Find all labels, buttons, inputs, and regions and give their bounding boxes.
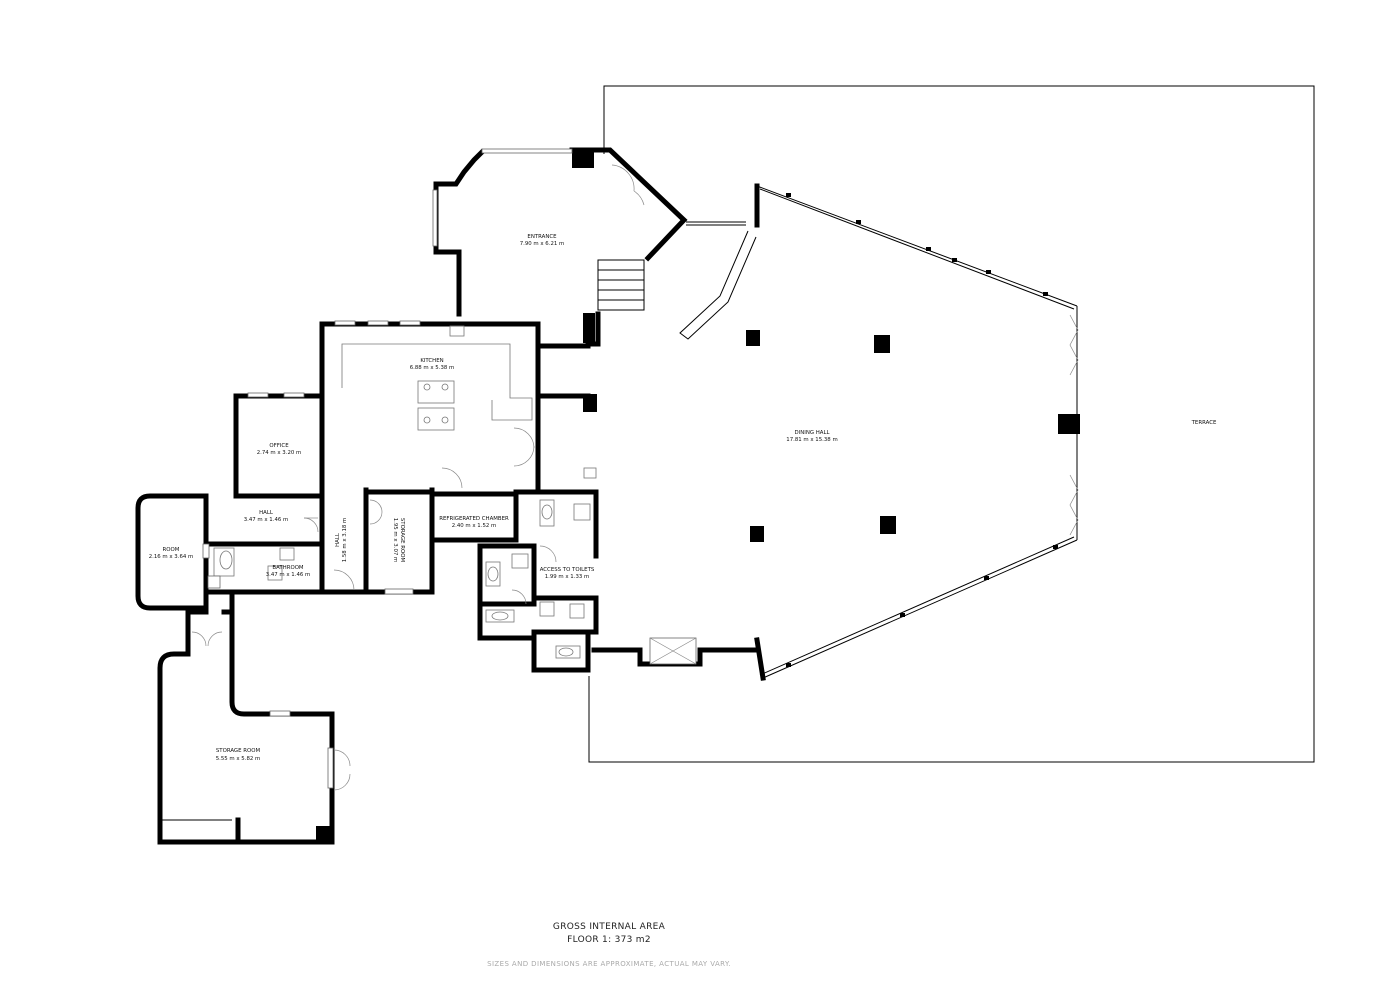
office-dims: 2.74 m x 3.20 m <box>257 450 302 456</box>
entrance-dims: 7.90 m x 6.21 m <box>520 241 565 247</box>
room-walls <box>135 493 221 611</box>
hall-small-dims: 3.47 m x 1.46 m <box>244 517 289 523</box>
refrigerated-chamber-dims: 2.40 m x 1.52 m <box>452 523 497 529</box>
bathroom-dims: 3.47 m x 1.46 m <box>266 572 311 578</box>
toilets-walls <box>477 467 599 673</box>
kitchen-label: KITCHEN <box>420 358 443 364</box>
room-labels: ENTRANCE 7.90 m x 6.21 m KITCHEN 6.88 m … <box>149 234 1217 762</box>
hall-vertical-label: HALL <box>335 533 341 547</box>
dining-hall-dims: 17.81 m x 15.38 m <box>786 437 837 443</box>
hall-vertical-dims: 1.58 m x 3.18 m <box>342 518 348 563</box>
entrance-walls <box>432 147 688 347</box>
office-walls <box>233 392 325 499</box>
office-label: OFFICE <box>269 443 289 449</box>
storage-room-large-walls <box>157 589 351 845</box>
access-to-toilets-dims: 1.99 m x 1.33 m <box>545 574 590 580</box>
kitchen-walls <box>319 320 597 493</box>
gross-internal-area-title: GROSS INTERNAL AREA <box>552 922 666 932</box>
kitchen-dims: 6.88 m x 5.38 m <box>410 365 455 371</box>
access-to-toilets-label: ACCESS TO TOILETS <box>540 567 595 573</box>
floor-area: FLOOR 1: 373 m2 <box>567 935 651 945</box>
storage-room-small-dims: 1.95 m x 3.07 m <box>392 518 398 563</box>
bathroom-label: BATHROOM <box>272 565 304 571</box>
entrance-label: ENTRANCE <box>527 234 557 240</box>
disclaimer: SIZES AND DIMENSIONS ARE APPROXIMATE, AC… <box>487 960 731 968</box>
terrace-label: TERRACE <box>1191 420 1217 426</box>
storage-room-small-label: STORAGE ROOM <box>399 518 405 563</box>
refrigerated-chamber-walls <box>429 491 519 543</box>
dining-hall-walls <box>591 183 1080 681</box>
refrigerated-chamber-label: REFRIGERATED CHAMBER <box>439 516 509 522</box>
hall-small-label: HALL <box>259 510 273 516</box>
room-dims: 2.16 m x 3.64 m <box>149 554 194 560</box>
dining-hall-label: DINING HALL <box>794 430 829 436</box>
storage-room-large-label: STORAGE ROOM <box>216 748 261 754</box>
room-label: ROOM <box>163 547 180 553</box>
terrace-boundary <box>588 85 1315 763</box>
storage-room-large-dims: 5.55 m x 5.82 m <box>216 756 261 762</box>
